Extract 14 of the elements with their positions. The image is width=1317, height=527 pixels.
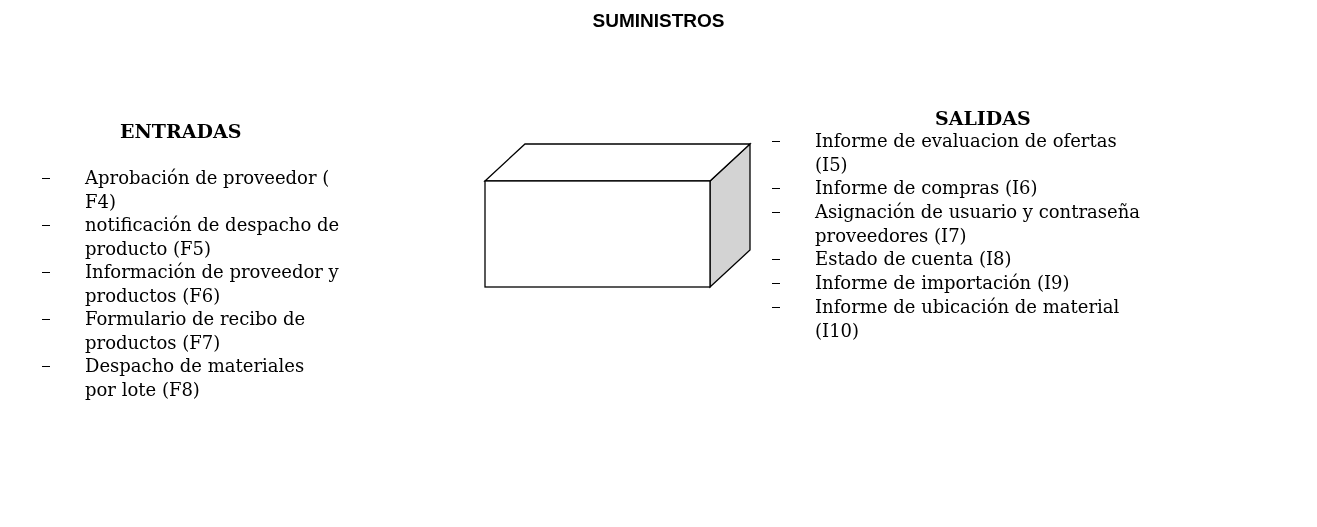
list-item-text: Informe de ubicación de material (I10) — [815, 295, 1121, 342]
list-item-text: notificación de despacho de producto (F5) — [85, 213, 340, 260]
list-item-text: Informe de evaluacion de ofertas (I5) — [815, 129, 1118, 176]
list-item-text: Formulario de recibo de productos (F7) — [85, 307, 307, 354]
list-item-text: Asignación de usuario y contraseña proveedores (I7) — [815, 200, 1141, 247]
column-heading: ENTRADAS — [120, 120, 242, 142]
list-item-text: Informe de compras (I6) — [815, 176, 1038, 200]
diagram-title: SUMINISTROS — [591, 10, 726, 32]
column-heading: SALIDAS — [935, 107, 1031, 129]
list-item-text: Información de proveedor y productos (F6) — [85, 260, 340, 307]
list-item-text: Informe de importación (I9) — [815, 271, 1070, 295]
list-item-text: Aprobación de proveedor ( F4) — [85, 166, 331, 213]
list-item-text: Despacho de materiales por lote (F8) — [85, 354, 306, 401]
list-item-text: Estado de cuenta (I8) — [815, 247, 1012, 271]
